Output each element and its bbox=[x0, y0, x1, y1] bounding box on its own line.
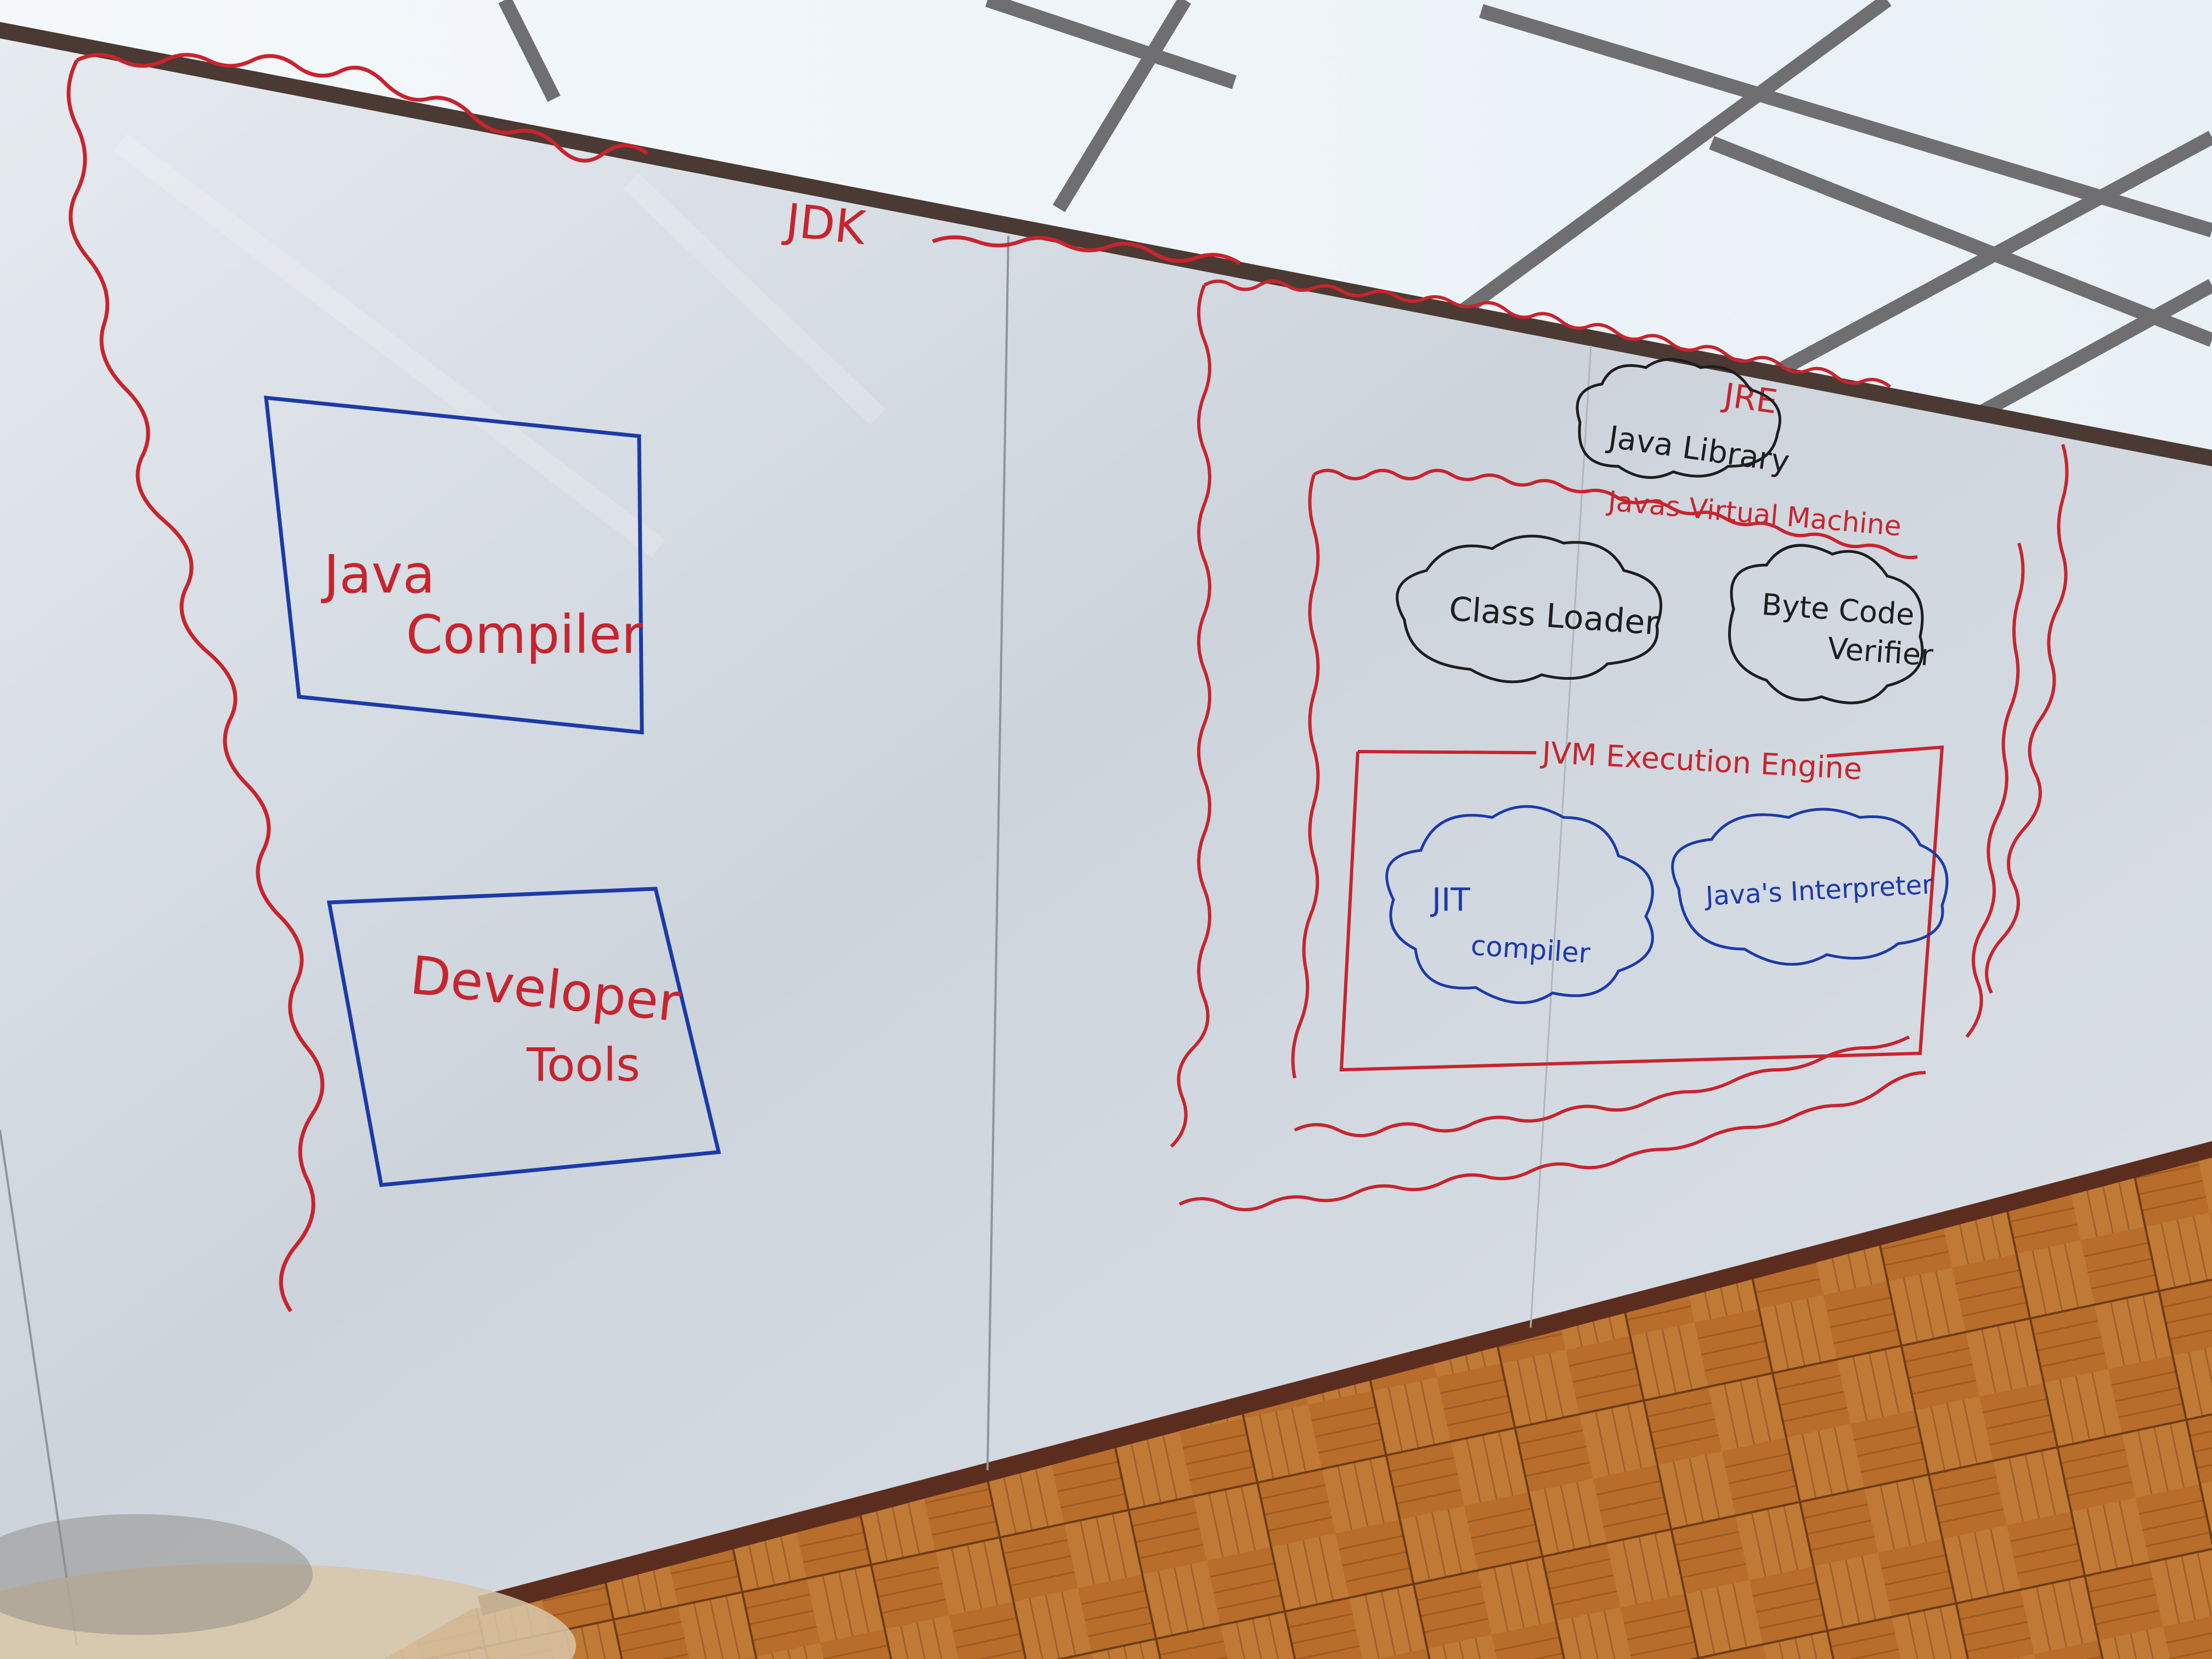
bytecode-verifier-line2: Verifier bbox=[1826, 631, 1934, 673]
foreground-blur bbox=[0, 1514, 576, 1659]
jvm-boundary bbox=[1291, 469, 2025, 1137]
developer-tools-line2: Tools bbox=[526, 1038, 640, 1092]
jdk-top-edge-right bbox=[932, 235, 1241, 265]
jit-line1: JIT bbox=[1430, 881, 1470, 918]
jdk-left-edge bbox=[66, 59, 325, 1312]
java-compiler-line2: Compiler bbox=[406, 604, 644, 665]
jdk-boundary bbox=[66, 53, 1241, 1312]
whiteboard-surface bbox=[0, 22, 2212, 1659]
java-compiler-line1: Java bbox=[321, 544, 435, 605]
jre-boundary bbox=[1170, 279, 2069, 1211]
jdk-top-edge bbox=[76, 53, 649, 163]
java-compiler-box: Java Compiler bbox=[264, 396, 644, 735]
jdk-label: JDK bbox=[781, 193, 869, 255]
